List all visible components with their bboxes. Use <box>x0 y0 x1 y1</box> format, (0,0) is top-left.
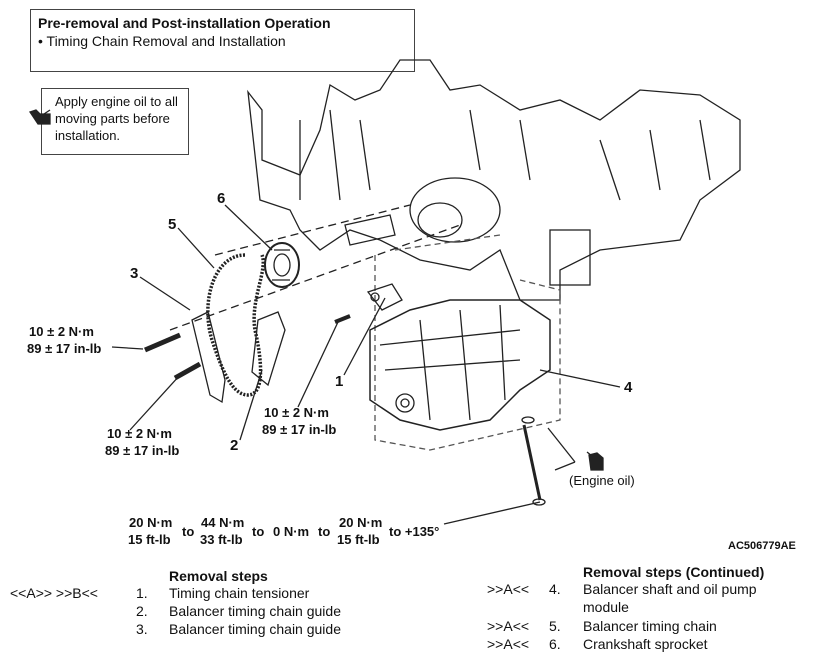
oil-can-icon <box>28 109 51 125</box>
callout-6: 6 <box>217 190 226 207</box>
removal-steps-heading: Removal steps <box>169 568 268 584</box>
torque-middle-inlb: 89 ± 17 in-lb <box>262 422 337 437</box>
seq-1-nm: 20 N·m <box>129 515 173 530</box>
callout-1: 1 <box>335 373 344 390</box>
step-1-mark: <<A>> >>B<< <box>10 585 98 601</box>
operation-item: • Timing Chain Removal and Installation <box>38 33 286 49</box>
torque-lower-left-inlb: 89 ± 17 in-lb <box>105 443 180 458</box>
step-4-num: 4. <box>549 581 561 597</box>
step-6-num: 6. <box>549 636 561 652</box>
torque-upper-left-nm: 10 ± 2 N·m <box>29 324 94 339</box>
removal-steps-continued-heading: Removal steps (Continued) <box>583 564 765 580</box>
torque-upper-left-inlb: 89 ± 17 in-lb <box>27 341 102 356</box>
step-4-text2: module <box>583 599 629 615</box>
callout-2: 2 <box>230 437 239 454</box>
seq-4-ftlb: 15 ft-lb <box>337 532 380 547</box>
operation-box: Pre-removal and Post-installation Operat… <box>30 9 415 72</box>
seq-to-4: to +135° <box>389 524 440 539</box>
torque-middle-nm: 10 ± 2 N·m <box>264 405 329 420</box>
seq-2-ftlb: 33 ft-lb <box>200 532 243 547</box>
oil-can-icon-2 <box>586 451 604 471</box>
engine-oil-label: (Engine oil) <box>569 473 635 488</box>
operation-title: Pre-removal and Post-installation Operat… <box>38 15 331 31</box>
oil-note-box: Apply engine oil to all moving parts bef… <box>41 88 189 155</box>
torque-lower-left-nm: 10 ± 2 N·m <box>107 426 172 441</box>
seq-4-nm: 20 N·m <box>339 515 383 530</box>
seq-3: 0 N·m <box>273 524 310 539</box>
step-4-text: Balancer shaft and oil pump <box>583 581 757 597</box>
callout-5: 5 <box>168 216 177 233</box>
callout-3: 3 <box>130 265 139 282</box>
oil-note-line3: installation. <box>55 128 121 143</box>
step-1-num: 1. <box>136 585 148 601</box>
seq-to-1: to <box>182 524 195 539</box>
figure-code: AC506779AE <box>728 540 796 552</box>
seq-2-nm: 44 N·m <box>201 515 245 530</box>
oil-note-line1: Apply engine oil to all <box>55 94 178 109</box>
step-6-mark: >>A<< <box>487 636 530 652</box>
oil-note-line2: moving parts before <box>55 111 170 126</box>
step-3-num: 3. <box>136 621 148 637</box>
step-2-num: 2. <box>136 603 148 619</box>
step-4-mark: >>A<< <box>487 581 530 597</box>
step-2-text: Balancer timing chain guide <box>169 603 341 619</box>
callout-4: 4 <box>624 379 633 396</box>
step-6-text: Crankshaft sprocket <box>583 636 708 652</box>
seq-1-ftlb: 15 ft-lb <box>128 532 171 547</box>
step-5-num: 5. <box>549 618 561 634</box>
step-3-text: Balancer timing chain guide <box>169 621 341 637</box>
step-5-mark: >>A<< <box>487 618 530 634</box>
step-1-text: Timing chain tensioner <box>169 585 310 601</box>
seq-to-3: to <box>318 524 331 539</box>
seq-to-2: to <box>252 524 265 539</box>
step-5-text: Balancer timing chain <box>583 618 717 634</box>
